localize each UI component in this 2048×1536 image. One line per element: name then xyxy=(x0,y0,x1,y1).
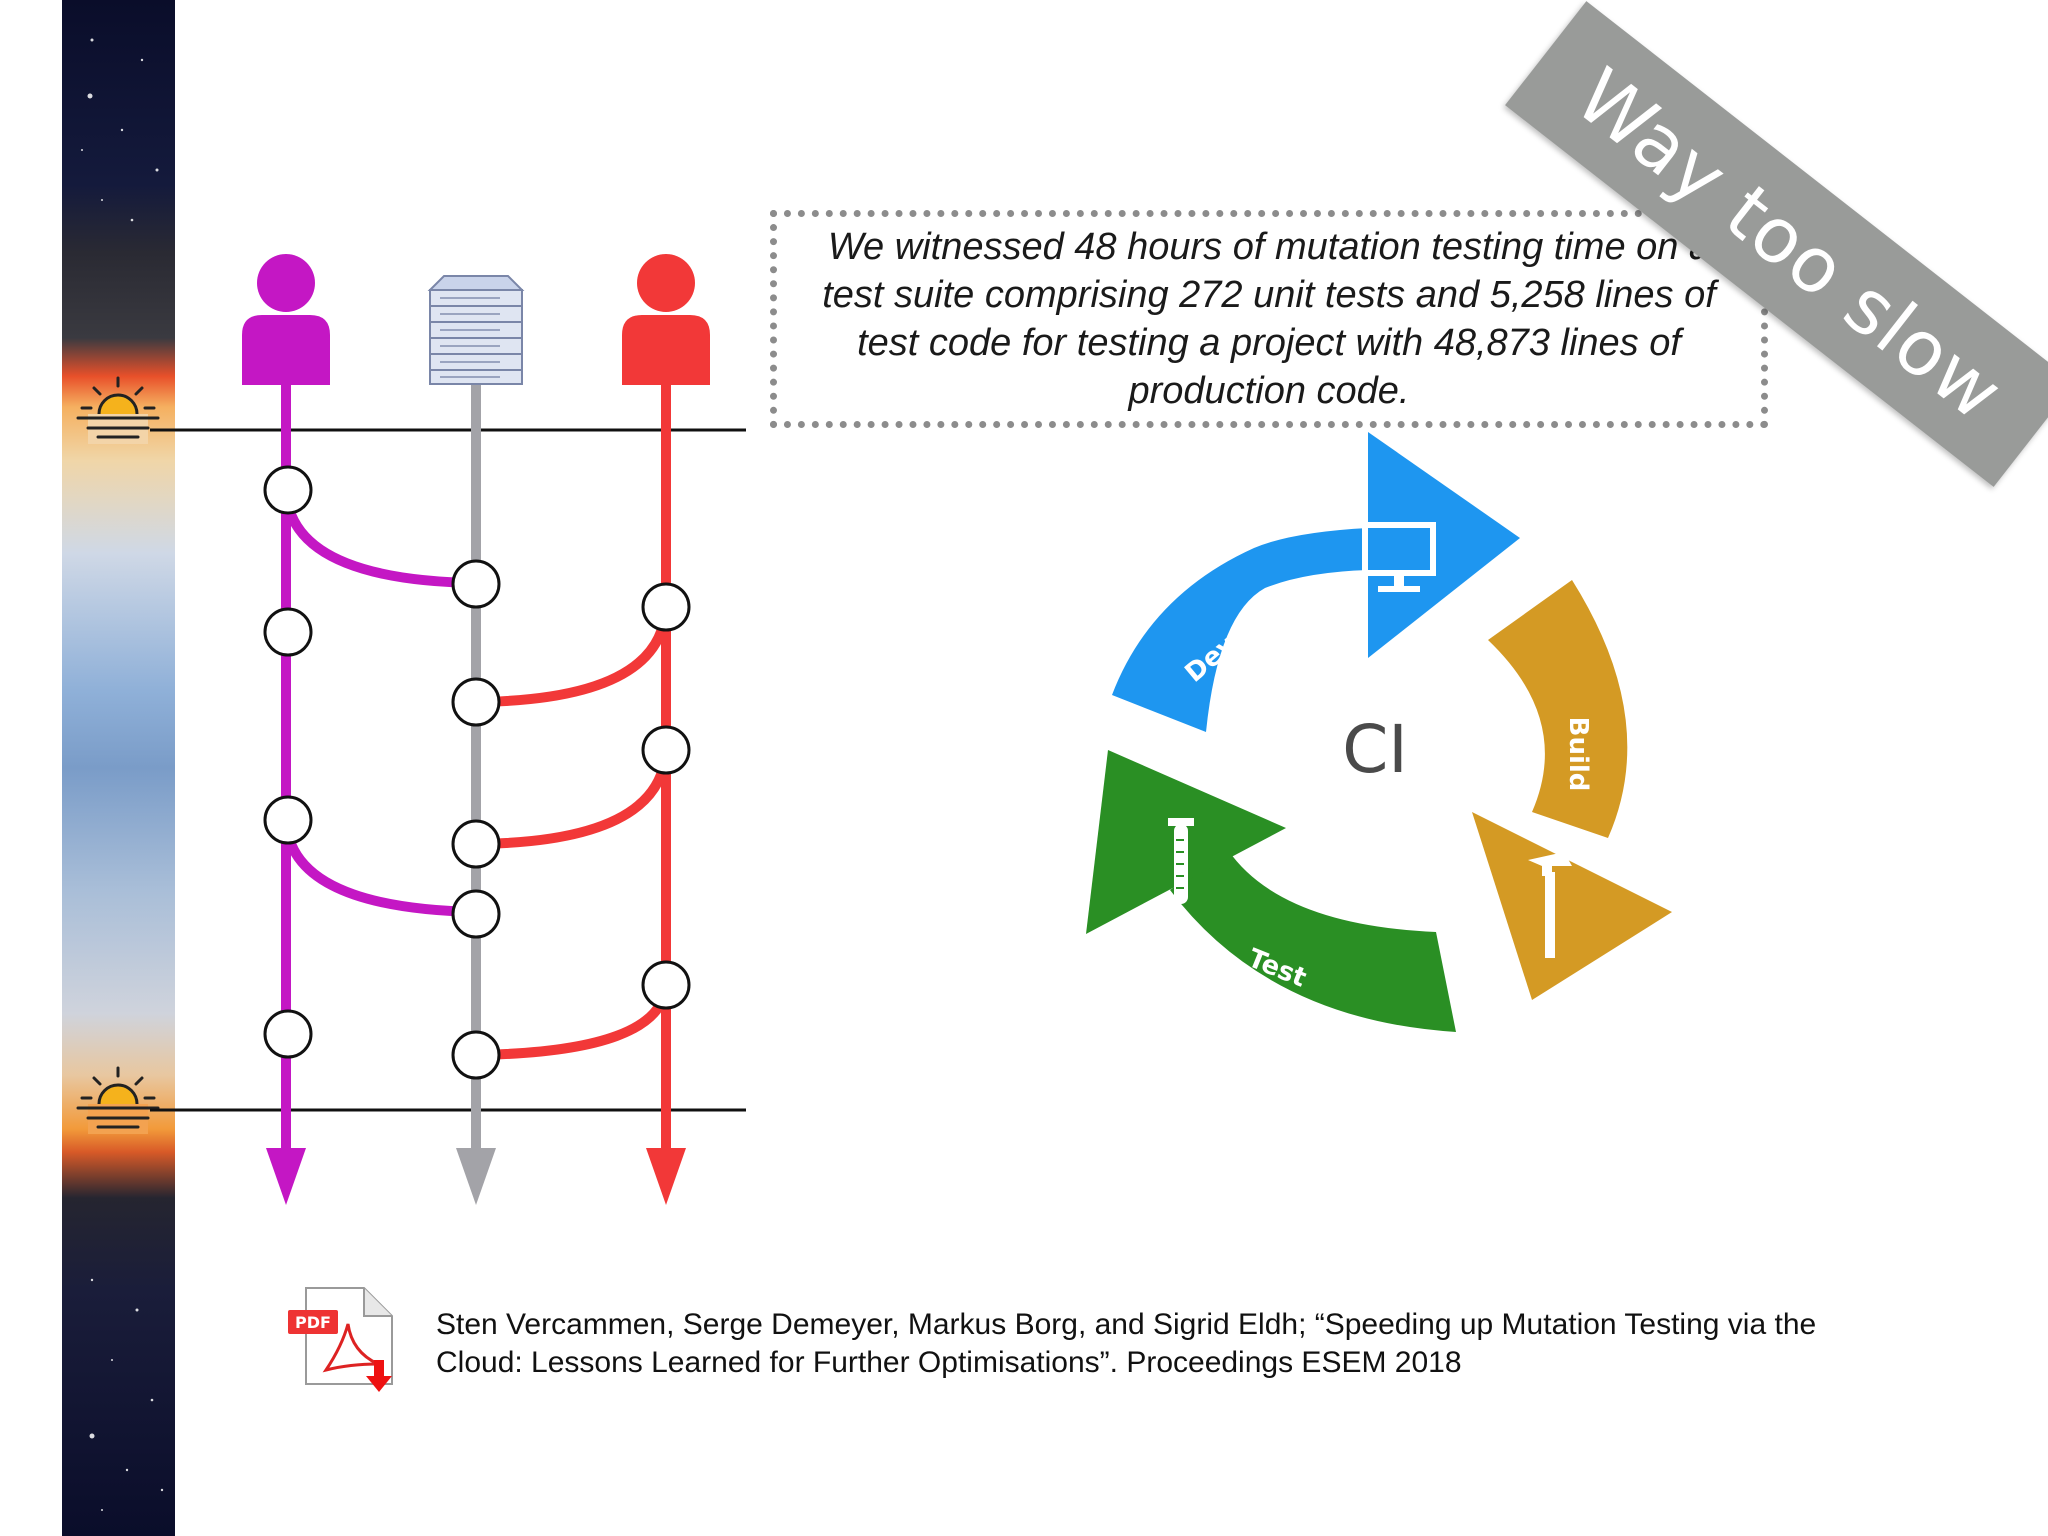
sunset-icon xyxy=(76,1066,160,1134)
pdf-badge-label: PDF xyxy=(295,1313,331,1332)
citation: Sten Vercammen, Serge Demeyer, Markus Bo… xyxy=(436,1306,1976,1382)
red-to-server-connector xyxy=(475,984,671,1060)
purple-to-server-connector xyxy=(281,819,477,917)
timeline-diagram xyxy=(76,254,746,1205)
quote-text: We witnessed 48 hours of mutation testin… xyxy=(822,226,1716,412)
build-stage-arrow xyxy=(1472,580,1672,1000)
server-icon xyxy=(427,275,525,385)
red-commit-node xyxy=(641,582,691,632)
test-stage-arrow xyxy=(1086,750,1456,1032)
develop-stage-arrow xyxy=(1112,432,1520,732)
citation-line-2: Cloud: Lessons Learned for Further Optim… xyxy=(436,1346,1462,1379)
sky-timeline-strip xyxy=(62,0,175,1536)
server-build-node xyxy=(451,819,501,869)
citation-line-1: Sten Vercammen, Serge Demeyer, Markus Bo… xyxy=(436,1308,1817,1341)
purple-developer-icon xyxy=(242,254,330,385)
ci-center-label: CI xyxy=(1342,711,1408,788)
red-lane-arrowhead xyxy=(646,1148,686,1205)
red-developer-icon xyxy=(622,254,710,385)
quote-box: We witnessed 48 hours of mutation testin… xyxy=(770,210,1768,428)
build-label: Build xyxy=(1563,717,1593,792)
server-build-node xyxy=(451,559,501,609)
purple-commit-node xyxy=(263,607,313,657)
server-build-node xyxy=(451,1030,501,1080)
red-commit-node xyxy=(641,960,691,1010)
purple-lane-arrowhead xyxy=(266,1148,306,1205)
sunrise-icon xyxy=(76,376,160,444)
red-to-server-connector xyxy=(475,606,671,707)
red-commit-node xyxy=(641,725,691,775)
purple-commit-node xyxy=(263,1009,313,1059)
hammer-icon xyxy=(1528,852,1572,958)
server-build-node xyxy=(451,889,501,939)
purple-commit-node xyxy=(263,795,313,845)
purple-commit-node xyxy=(263,465,313,515)
red-to-server-connector xyxy=(475,749,671,849)
ci-cycle-diagram: Develop Build Test CI xyxy=(1086,432,1672,1032)
monitor-icon xyxy=(1362,522,1436,592)
test-tube-icon xyxy=(1168,818,1194,904)
gray-lane-arrowhead xyxy=(456,1148,496,1205)
server-build-node xyxy=(451,677,501,727)
purple-to-server-connector xyxy=(281,489,477,588)
sky-gradient-image xyxy=(62,0,175,1536)
pdf-download-icon[interactable]: PDF xyxy=(282,1284,408,1404)
